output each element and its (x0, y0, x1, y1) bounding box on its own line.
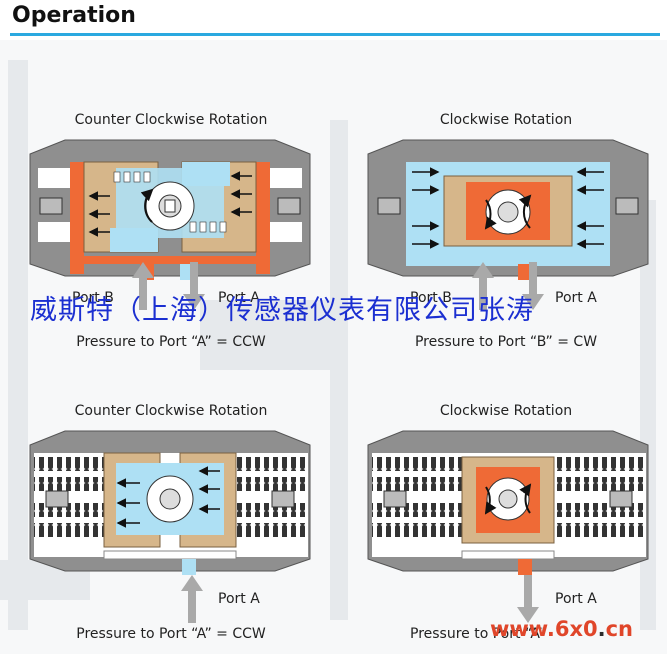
pinion-gear-icon (146, 475, 194, 523)
down-arrow-icon (517, 575, 539, 623)
panel-3-caption: Pressure to Port “A” = CCW (76, 626, 266, 642)
site-prefix: www. (490, 617, 555, 641)
panel-1-port-a: Port A (218, 290, 260, 306)
spring-icon (34, 457, 306, 537)
panel-4-title: Clockwise Rotation (439, 403, 573, 419)
down-arrow-icon (522, 262, 544, 310)
panel-4-caption: Pressure to Port “A” (410, 626, 546, 642)
spring-icon (372, 457, 644, 537)
panel-2-port-b: Port B (410, 290, 452, 306)
panel-4-actuator (367, 430, 649, 575)
title-rule (10, 33, 660, 36)
panel-3-actuator (29, 430, 311, 575)
panel-1-actuator (29, 139, 311, 280)
panel-3-port-a: Port A (218, 591, 260, 607)
panel-1-caption: Pressure to Port “A” = CCW (76, 334, 266, 350)
up-arrow-icon (472, 262, 494, 310)
site-tld: cn (605, 617, 634, 641)
panel-4-port-a: Port A (555, 591, 597, 607)
site-main: 6x0 (554, 617, 598, 641)
panel-1-port-b: Port B (72, 290, 114, 306)
up-arrow-icon (132, 262, 154, 310)
up-arrow-icon (181, 575, 203, 623)
panel-2-port-a: Port A (555, 290, 597, 306)
watermark-text: 威斯特（上海）传感器仪表有限公司张涛 (30, 295, 534, 326)
site-dot: . (597, 617, 606, 641)
panel-2-caption: Pressure to Port “B” = CW (414, 334, 598, 350)
page-title: Operation (12, 3, 136, 28)
panel-2-title: Clockwise Rotation (439, 112, 573, 128)
panel-2-actuator (367, 139, 649, 280)
pinion-gear-icon (486, 477, 530, 521)
panel-3-title: Counter Clockwise Rotation (74, 403, 268, 419)
pinion-gear-icon (145, 181, 195, 231)
down-arrow-icon (183, 262, 205, 310)
site-watermark: www.6x0.cn (490, 617, 633, 641)
panel-1-title: Counter Clockwise Rotation (74, 112, 268, 128)
